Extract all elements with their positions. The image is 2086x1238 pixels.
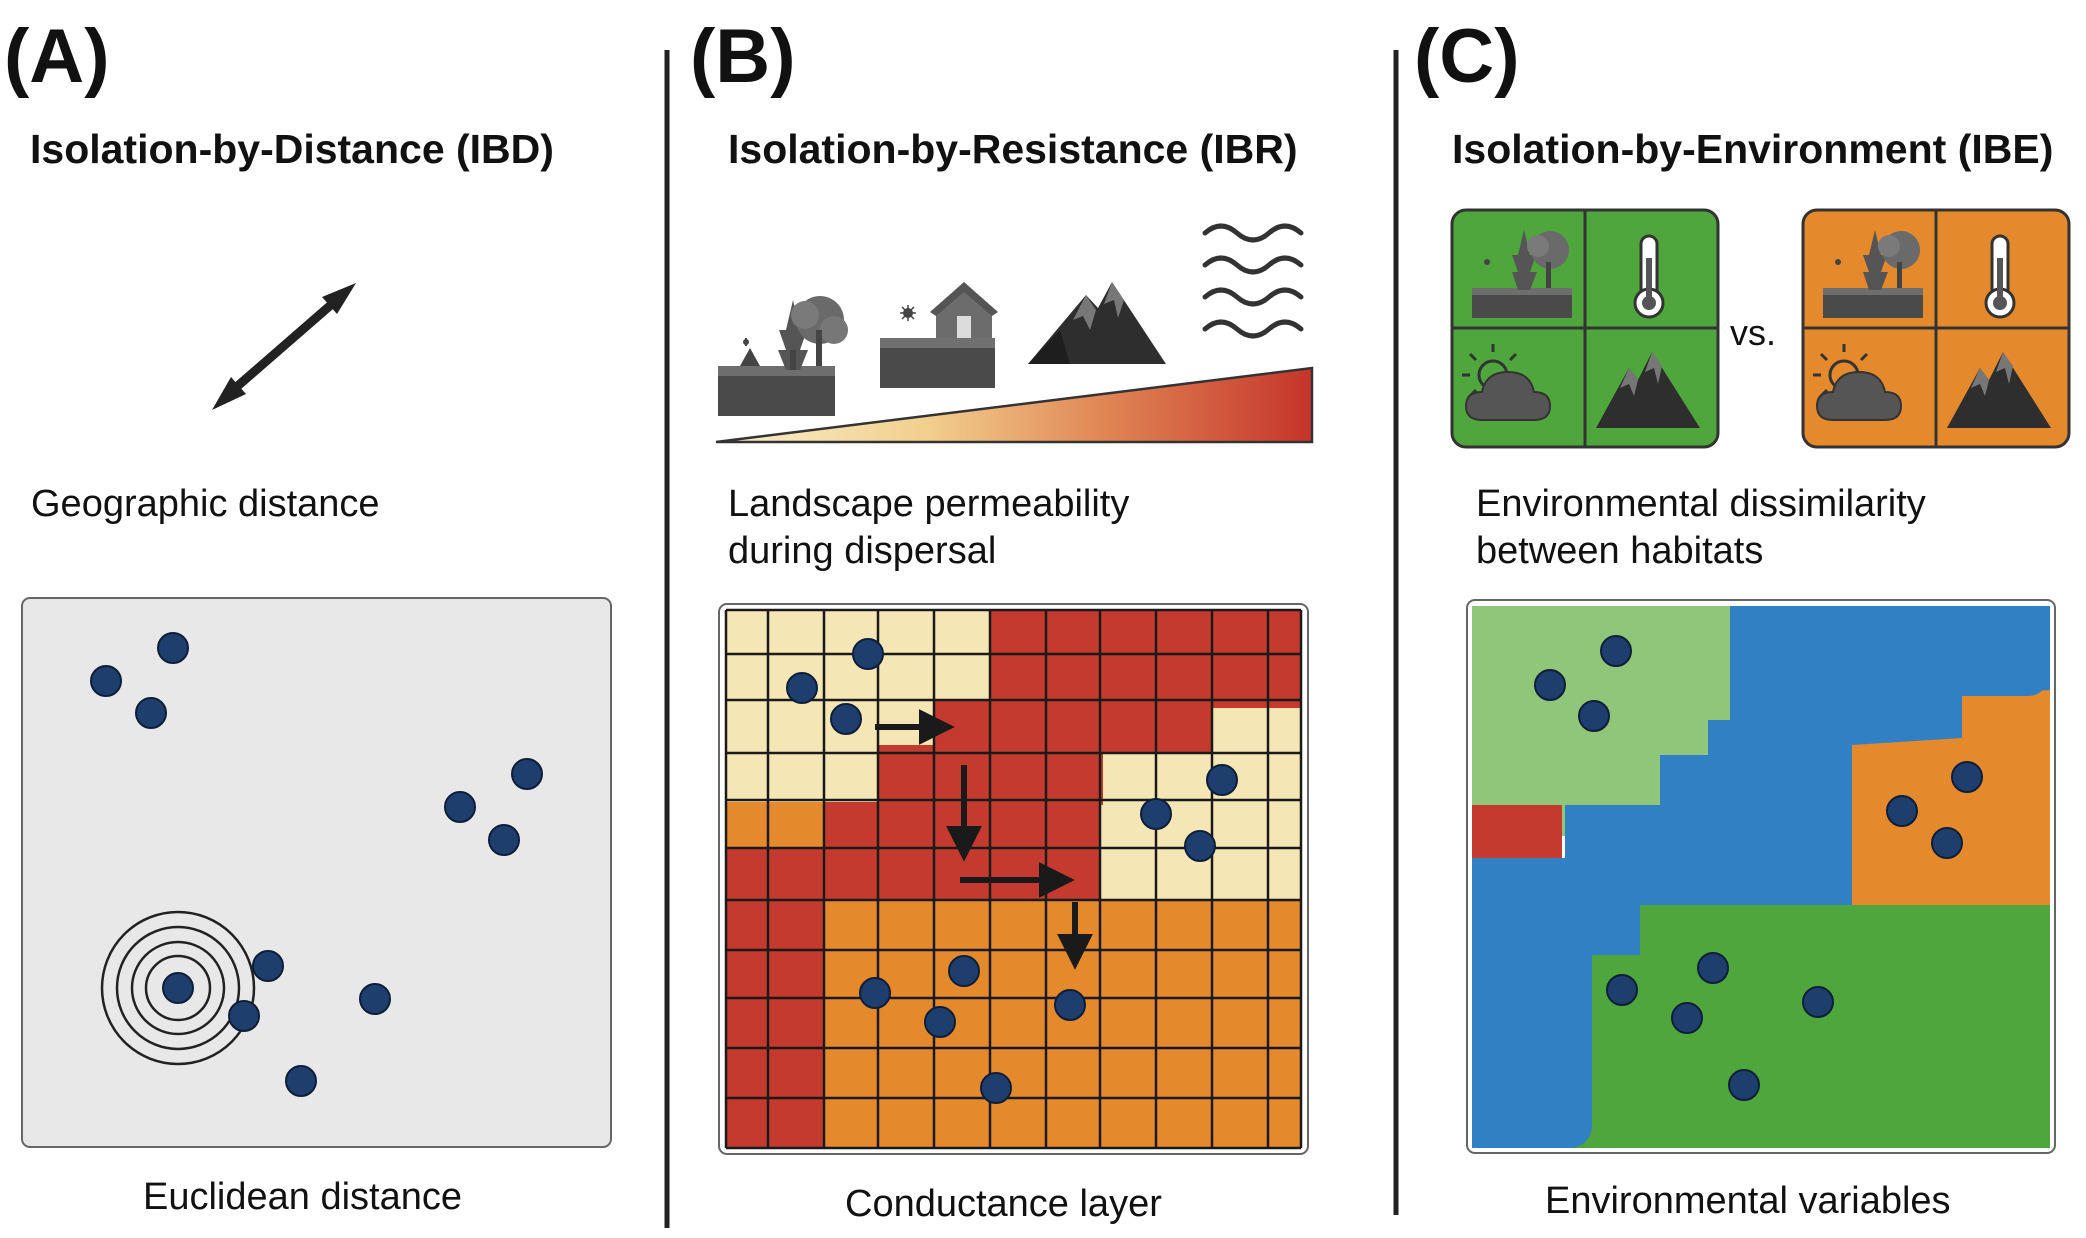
caption-top-line2: during dispersal (728, 530, 996, 572)
individual-dot (444, 791, 476, 823)
individual-dot (488, 824, 520, 856)
environment-map (1466, 599, 2056, 1154)
individual-dot (1600, 635, 1632, 667)
individual-dot (948, 955, 980, 987)
habitat-card-green (1450, 208, 1720, 449)
study-area-map (21, 597, 612, 1148)
caption-top-line2: between habitats (1476, 530, 1763, 572)
panel-letter: (A) (4, 14, 110, 99)
individual-dot (1184, 830, 1216, 862)
individual-dot (980, 1072, 1012, 1104)
individual-points (1534, 635, 1983, 1101)
individual-dot (135, 697, 167, 729)
panel-a: (A) Isolation-by-Distance (IBD) Geograph… (4, 14, 612, 1218)
individual-dot (1140, 798, 1172, 830)
house-icon (880, 282, 998, 388)
individual-dot (1728, 1069, 1760, 1101)
panel-b: (B) Isolation-by-Resistance (IBR) (690, 14, 1314, 1225)
caption-top-line1: Landscape permeability (728, 483, 1129, 525)
thermometer-icon (1984, 234, 2016, 319)
tree-landscape-icon (1823, 230, 1923, 318)
mountain-icon (1028, 282, 1166, 364)
individual-dot (511, 758, 543, 790)
individual-dot (830, 703, 862, 735)
distance-rings (100, 910, 256, 1066)
caption-top: Geographic distance (31, 483, 380, 525)
individual-points (786, 638, 1238, 1104)
individual-dot (1951, 761, 1983, 793)
individual-dot (859, 977, 891, 1009)
dispersal-path-arrows (875, 709, 1093, 970)
resistance-gradient (715, 366, 1314, 444)
individual-dot (1802, 986, 1834, 1018)
tree-landscape-icon (718, 296, 848, 416)
caption-top-line1: Environmental dissimilarity (1476, 483, 1926, 525)
individual-dot (359, 983, 391, 1015)
panel-title: Isolation-by-Resistance (IBR) (728, 126, 1298, 172)
caption-bottom: Conductance layer (845, 1183, 1162, 1225)
thermometer-icon (1633, 234, 1665, 319)
individual-dot (90, 665, 122, 697)
double-arrow-icon (212, 283, 356, 410)
panel-c: (C) Isolation-by-Environment (IBE) (1414, 14, 2071, 1222)
individual-dot (1697, 952, 1729, 984)
individual-dot (1886, 795, 1918, 827)
individual-dot (1671, 1002, 1703, 1034)
individual-dot (786, 672, 818, 704)
mountain-icon (1947, 352, 2051, 428)
individual-dot (1206, 764, 1238, 796)
sun-cloud-icon (1462, 344, 1552, 421)
individual-dot (1578, 700, 1610, 732)
panel-title: Isolation-by-Environment (IBE) (1452, 126, 2053, 172)
caption-bottom: Environmental variables (1545, 1180, 1951, 1222)
panel-title: Isolation-by-Distance (IBD) (30, 126, 554, 172)
individual-dot (1931, 827, 1963, 859)
individual-dot (924, 1006, 956, 1038)
panel-letter: (C) (1414, 14, 1520, 99)
individual-dot (1054, 989, 1086, 1021)
vs-label: vs. (1730, 312, 1776, 353)
tree-landscape-icon (1472, 230, 1572, 318)
individual-dot (162, 972, 194, 1004)
individual-dot (252, 950, 284, 982)
sun-cloud-icon (1813, 344, 1903, 421)
individual-dot (228, 1000, 260, 1032)
individual-dot (852, 638, 884, 670)
individual-points (90, 632, 543, 1097)
individual-dot (1606, 974, 1638, 1006)
caption-bottom: Euclidean distance (143, 1176, 462, 1218)
water-waves-icon (1202, 223, 1304, 339)
habitat-card-orange (1801, 208, 2071, 449)
individual-dot (157, 632, 189, 664)
env-zone-blue (1472, 606, 2050, 1148)
panel-letter: (B) (690, 14, 796, 99)
mountain-icon (1596, 352, 1700, 428)
individual-dot (1534, 669, 1566, 701)
individual-dot (285, 1065, 317, 1097)
